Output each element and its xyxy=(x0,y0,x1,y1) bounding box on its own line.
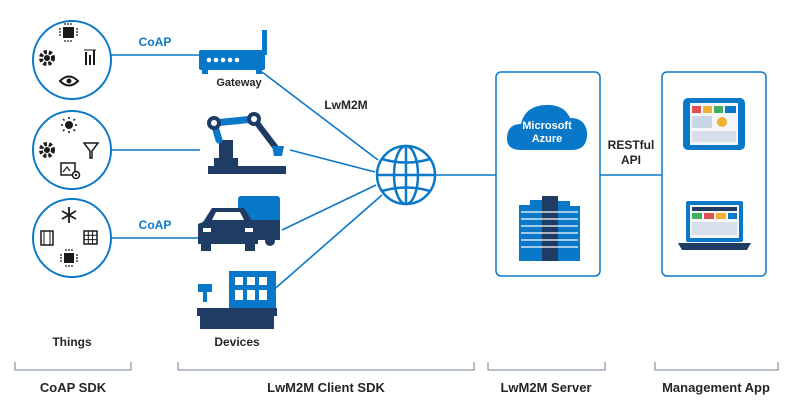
tablet-icon xyxy=(683,98,745,150)
coap-label-bottom: CoAP xyxy=(139,218,172,232)
things-circle-3 xyxy=(32,198,112,278)
bracket-lwm2m-server xyxy=(487,362,606,371)
bracket-label-lwm2m-server: LwM2M Server xyxy=(500,380,591,395)
snowflake-icon xyxy=(61,207,77,223)
coap-label-top: CoAP xyxy=(139,35,172,49)
bottom-brackets xyxy=(14,362,779,371)
restful-label: RESTful xyxy=(608,138,655,152)
filter-icon xyxy=(82,142,100,159)
gear-icon xyxy=(39,50,55,66)
bracket-coap-sdk xyxy=(14,362,132,371)
server-rack-icon xyxy=(519,196,580,261)
payment-terminal-icon xyxy=(197,271,277,329)
microsoft-label: Microsoft xyxy=(522,120,572,132)
camera-icon xyxy=(60,162,81,180)
eye-icon xyxy=(58,75,80,87)
azure-cloud-icon xyxy=(506,104,588,150)
link-terminal-globe xyxy=(261,194,383,301)
gateway-label: Gateway xyxy=(216,77,262,89)
bracket-label-management-app: Management App xyxy=(662,380,770,395)
devices-label: Devices xyxy=(214,335,260,349)
gateway-router-icon xyxy=(199,30,267,74)
bracket-management-app xyxy=(654,362,779,371)
link-robot-globe xyxy=(289,149,376,173)
sun-icon xyxy=(61,117,77,133)
robot-arm-icon xyxy=(207,112,286,174)
laptop-icon xyxy=(678,201,751,250)
things-circle-2 xyxy=(32,110,112,190)
bracket-lwm2m-client-sdk xyxy=(177,362,475,371)
gear-icon xyxy=(39,142,55,158)
api-label: API xyxy=(621,153,641,167)
globe-icon xyxy=(375,144,437,206)
things-circle-1 xyxy=(32,20,112,100)
lwm2m-label: LwM2M xyxy=(324,98,367,112)
signal-bars-icon xyxy=(84,49,96,65)
sim-card-icon xyxy=(40,230,54,246)
lwm2m-server-box xyxy=(495,71,601,277)
grid-icon xyxy=(83,230,98,245)
azure-label: Azure xyxy=(532,133,563,145)
link-vehicles-globe xyxy=(281,184,377,231)
car-icon xyxy=(198,208,258,251)
bracket-label-coap-sdk: CoAP SDK xyxy=(40,380,107,395)
management-app-box xyxy=(661,71,767,277)
bracket-label-lwm2m-client-sdk: LwM2M Client SDK xyxy=(267,380,385,395)
chip-icon xyxy=(59,23,78,42)
chip-icon xyxy=(60,249,78,267)
link-gateway-globe xyxy=(261,71,379,161)
things-label: Things xyxy=(52,335,92,349)
